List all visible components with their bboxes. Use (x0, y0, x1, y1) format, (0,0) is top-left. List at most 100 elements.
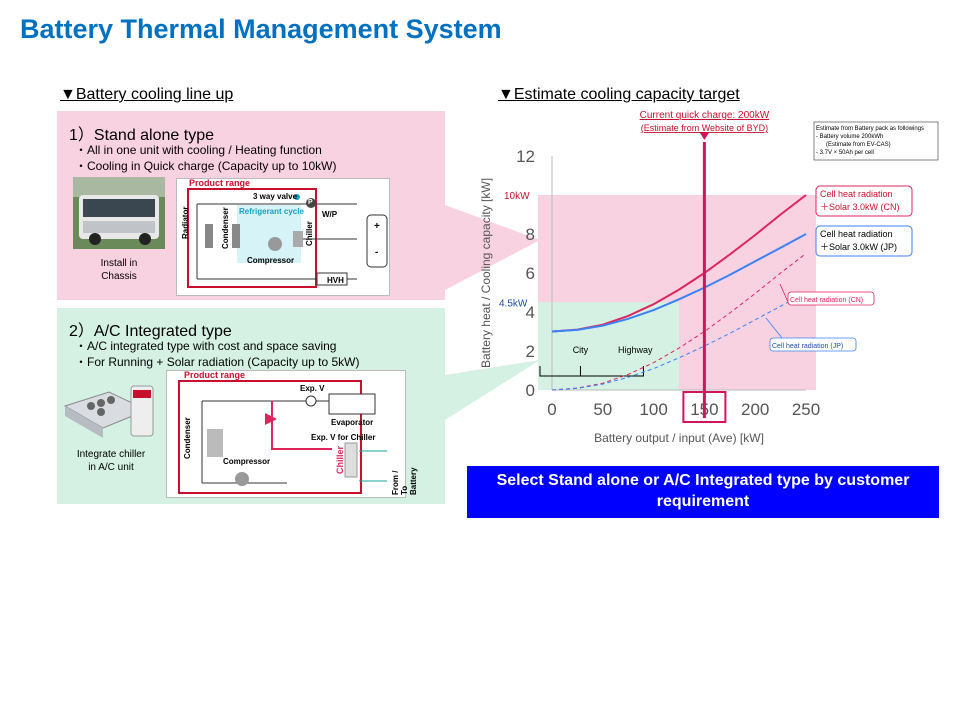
quick-charge-arrow (699, 132, 710, 140)
pink-connector (445, 205, 540, 290)
quick-charge-label: Current quick charge: 200kW (640, 110, 770, 121)
integrated-diagram: Product range Exp. V Evaporator Exp. V f… (166, 370, 418, 498)
integrate-caption-line1: Integrate chiller (76, 449, 146, 460)
series-line-2 (551, 233, 807, 333)
legend-box-4 (769, 337, 857, 352)
standalone-desc-1: ・All in one unit with cooling / Heating … (75, 143, 322, 157)
hvh-label: HVH (327, 276, 344, 285)
highway-label: Highway (618, 345, 653, 355)
evaporator-label: Evaporator (331, 418, 374, 427)
y-tick-label: 2 (526, 342, 535, 361)
standalone-desc-2: ・Cooling in Quick charge (Capacity up to… (75, 159, 337, 173)
exp-valve-chiller-icon (265, 413, 277, 425)
standalone-diagram: Product range 3 way valve P Refrigerant … (176, 178, 390, 296)
x-tick-label: 200 (741, 400, 769, 419)
legend-label-3: Cell heat radiation (CN) (790, 297, 863, 304)
compressor-shape-ac (235, 472, 249, 486)
x-tick-label: 0 (547, 400, 556, 419)
battery-minus: - (375, 247, 379, 258)
quick-charge-tick-box (682, 391, 727, 423)
y-tick-label: 6 (526, 264, 535, 283)
series-line-3 (551, 253, 807, 391)
install-caption: Install in Chassis (83, 257, 155, 283)
radiator-label: Radiator (181, 206, 190, 239)
x-tick-label: 50 (593, 400, 612, 419)
battery-plus: + (374, 221, 380, 232)
x-tick-label: 100 (639, 400, 667, 419)
hvh-box (316, 272, 348, 286)
legend-label-4: Cell heat radiation (JP) (772, 343, 843, 350)
pump-label: P (308, 199, 313, 206)
chiller-shape (293, 231, 303, 247)
standalone-diagram-art (187, 188, 388, 288)
compressor-shape (268, 237, 282, 251)
condenser-shape (232, 224, 240, 248)
bus-image (73, 177, 165, 249)
band-10kw-label: 10kW (504, 191, 530, 202)
x-axis-label: Battery output / input (Ave) [kW] (594, 431, 764, 445)
integrated-title: 2）A/C Integrated type (69, 323, 232, 340)
banner-text: Select Stand alone or A/C Integrated typ… (496, 472, 910, 510)
lineup-section-title: ▼Battery cooling line up (60, 86, 234, 103)
exp-valve-icon (305, 395, 317, 407)
legend-label-2-b: ＋Solar 3.0kW (JP) (820, 242, 897, 252)
legend-pointer-3 (779, 283, 789, 303)
y-tick-label: 8 (526, 225, 535, 244)
legend-label-2-a: Cell heat radiation (820, 229, 893, 239)
note-line: - 3.7V × 50Ah per cell (816, 150, 874, 156)
legend-pointer-4 (765, 317, 783, 339)
condenser-label-ac: Condenser (183, 417, 192, 459)
ac-unit-image (63, 385, 154, 438)
legend-box-1 (815, 185, 913, 217)
integrated-panel: 2）A/C Integrated type ・A/C integrated ty… (57, 308, 445, 504)
legend-box-2 (815, 225, 913, 257)
note-line: Estimate from Battery pack as followings (816, 126, 924, 132)
quick-charge-source: (Estimate from Website of BYD) (641, 123, 768, 133)
mint-connector (445, 360, 540, 420)
standalone-product-range: Product range (189, 178, 251, 188)
install-caption-line2: Chassis (101, 271, 137, 282)
band-4-5kw-label: 4.5kW (499, 298, 528, 309)
integrate-caption-line2: in A/C unit (88, 462, 134, 473)
three-way-valve-label: 3 way valve (253, 192, 298, 201)
page-title: Battery Thermal Management System (20, 14, 502, 44)
note-line: (Estimate from EV-CAS) (826, 142, 891, 148)
integrate-caption: Integrate chiller in A/C unit (61, 448, 161, 474)
radiator-shape (205, 224, 213, 248)
legend-label-1-b: ＋Solar 3.0kW (CN) (820, 202, 900, 212)
integrated-diagram-art (178, 380, 387, 494)
legend-label-1-a: Cell heat radiation (820, 189, 893, 199)
y-tick-label: 0 (526, 381, 535, 400)
standalone-panel: 1）Stand alone type ・All in one unit with… (57, 111, 445, 300)
integrated-desc-2: ・For Running + Solar radiation (Capacity… (75, 355, 360, 369)
install-caption-line1: Install in (100, 258, 138, 269)
standalone-product-range-box (187, 188, 317, 288)
exp-v-label: Exp. V (300, 384, 325, 393)
y-tick-label: 12 (516, 147, 535, 166)
highway-brace (580, 366, 644, 377)
compressor-label: Compressor (247, 256, 295, 265)
band-4-5kw (538, 302, 679, 390)
integrated-product-range: Product range (184, 370, 246, 380)
condenser-label: Condenser (221, 207, 230, 249)
series-line-4 (551, 292, 807, 391)
condenser-shape-ac (207, 429, 223, 457)
three-way-valve-icon (294, 194, 300, 200)
refrigerant-cycle-label: Refrigerant cycle (239, 207, 304, 216)
city-label: City (573, 345, 589, 355)
city-brace (539, 366, 581, 377)
y-tick-label: 4 (526, 303, 535, 322)
integrated-product-range-box (178, 380, 362, 494)
note-box (813, 121, 939, 161)
battery-shape (366, 214, 388, 268)
x-tick-label: 250 (792, 400, 820, 419)
refrigerant-cycle-area (237, 205, 301, 263)
chiller-label-ac: Chiller (335, 445, 345, 474)
from-to-battery-label: From / To Battery (391, 467, 418, 495)
legend-box-3 (787, 291, 875, 306)
chiller-label: Chiller (305, 221, 314, 246)
recommendation-banner: Select Stand alone or A/C Integrated typ… (467, 466, 939, 518)
exp-v-chiller-label: Exp. V for Chiller (311, 433, 376, 442)
